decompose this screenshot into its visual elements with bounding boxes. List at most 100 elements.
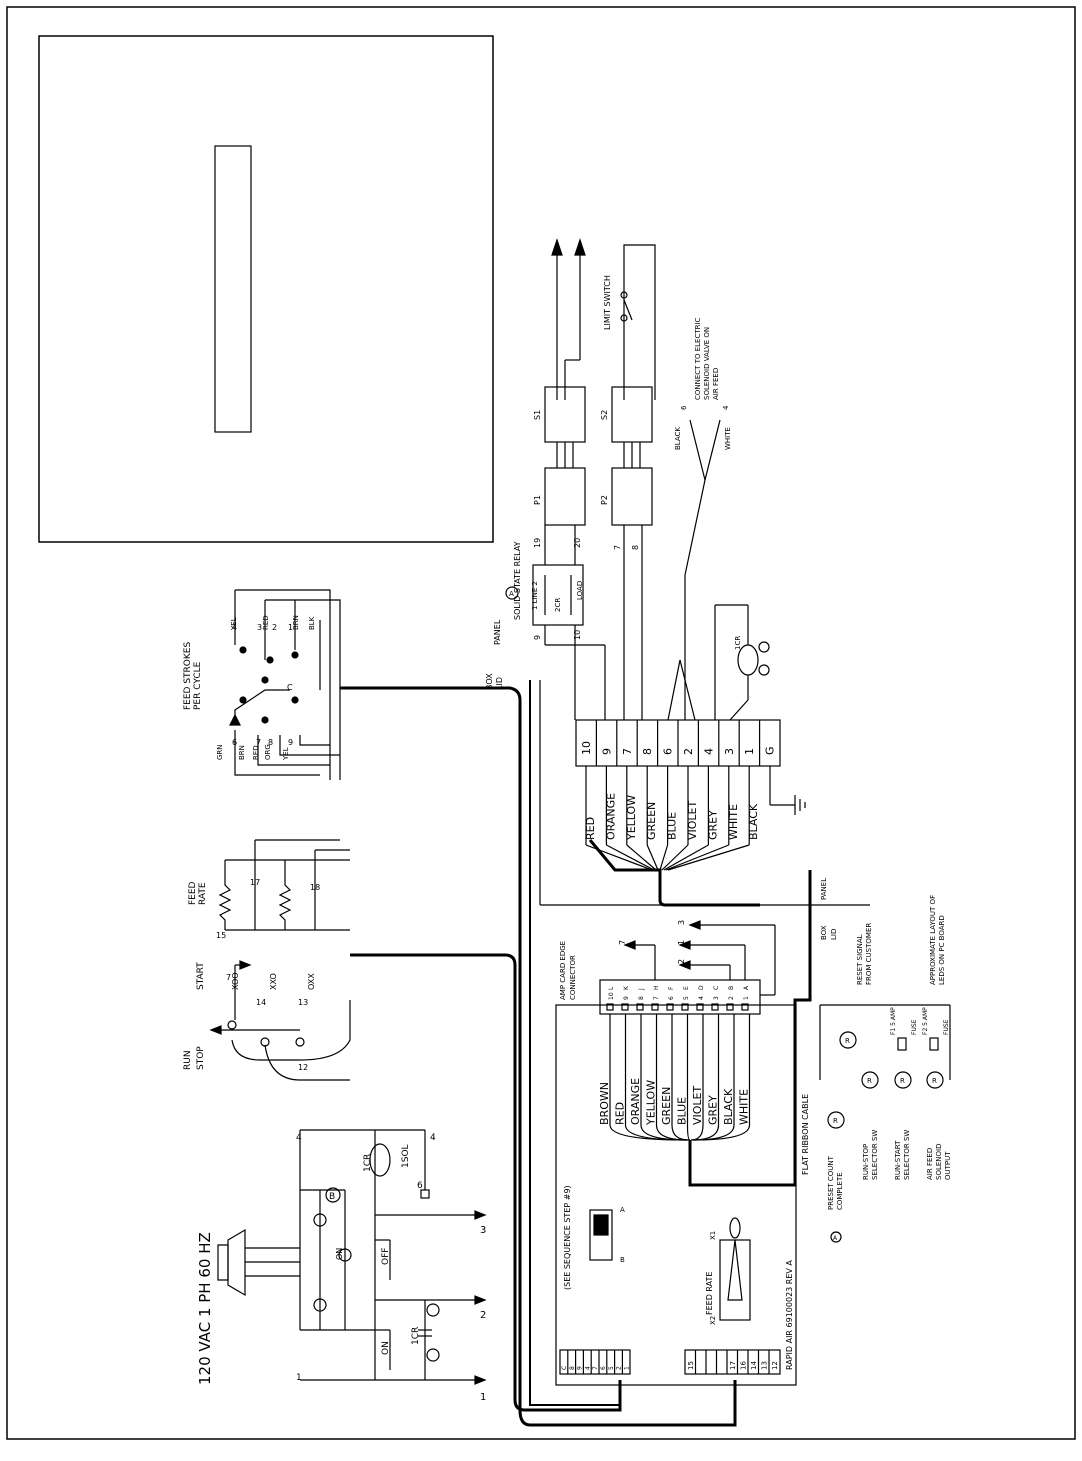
edge-pin-letter: D [698,985,705,990]
svg-text:LEDS ON PC BOARD: LEDS ON PC BOARD [938,915,946,985]
pc-board [555,1004,797,1386]
svg-text:4: 4 [430,1133,436,1143]
svg-text:OFF: OFF [381,1248,391,1265]
terminal-number: 1 [623,1366,630,1370]
svg-text:2: 2 [677,959,686,964]
wire [686,1124,691,1141]
svg-text:BLACK: BLACK [674,427,682,450]
wire [691,1124,720,1141]
led-label: R [845,1037,850,1045]
terminal-number: 17 [729,1361,737,1370]
svg-text:LID: LID [830,929,838,940]
edge-pin-letter: K [623,985,630,990]
edge-pin-number: 9 [623,996,630,1000]
svg-text:7: 7 [256,738,261,747]
svg-text:YEL: YEL [282,747,290,761]
wire [693,1124,751,1141]
wire-color-label: GREY [706,810,719,840]
svg-text:1: 1 [677,940,686,945]
edge-pin [606,1003,614,1011]
svg-text:ORG: ORG [264,744,272,760]
terminal-block-left [559,1349,631,1375]
edge-pin [636,1003,644,1011]
feed-rate-pot-2 [278,860,292,930]
svg-text:RUN: RUN [183,1050,193,1070]
led-indicator: R [839,1031,857,1049]
svg-text:WHITE: WHITE [724,427,732,450]
wire-color-label: RED [584,817,597,840]
svg-text:18: 18 [310,883,320,892]
svg-text:3: 3 [257,623,262,632]
svg-text:4: 4 [232,623,237,632]
svg-text:RUN-STOP: RUN-STOP [862,1144,870,1180]
edge-pin-number: 8 [638,996,645,1000]
svg-text:P1: P1 [533,495,542,505]
feed-rate-trimmer [719,1239,751,1321]
edge-pin-letter: E [683,986,690,990]
svg-text:BRN: BRN [238,745,246,760]
wire-color-label: BLUE [676,1097,689,1125]
led-indicator: R [894,1071,912,1089]
edge-pin-number: 2 [728,996,735,1000]
edge-pin [651,1003,659,1011]
wire-color-label: BLACK [747,803,760,840]
svg-text:BOX: BOX [820,925,828,940]
svg-text:4: 4 [296,1133,302,1143]
svg-text:PANEL: PANEL [820,878,828,900]
edge-pin-number: 3 [713,996,720,1000]
svg-text:RESET SIGNAL: RESET SIGNAL [856,934,864,985]
wire [663,844,709,871]
edge-pin-letter: B [728,986,735,990]
power-label: 120 VAC 1 PH 60 HZ [196,1232,214,1385]
led-label: R [833,1117,838,1125]
svg-text:OXX: OXX [307,973,316,990]
svg-text:PRESET COUNT: PRESET COUNT [827,1155,835,1210]
led-circle [894,1071,912,1089]
svg-text:1CR: 1CR [411,1327,421,1345]
svg-text:SELECTOR SW: SELECTOR SW [871,1130,879,1180]
svg-text:SOLID STATE RELAY: SOLID STATE RELAY [513,541,522,620]
svg-text:2CR: 2CR [554,598,562,612]
svg-text:P2: P2 [600,495,609,505]
svg-text:FROM CUSTOMER: FROM CUSTOMER [865,923,873,985]
svg-text:9: 9 [288,738,293,747]
wire-color-label: BROWN [598,1082,611,1125]
harness-main [340,686,737,1427]
svg-text:1CR: 1CR [363,1154,373,1172]
edge-pin [621,1003,629,1011]
edge-pin [711,1003,719,1011]
terminal-number: 4 [584,1366,591,1370]
svg-text:FEED: FEED [188,881,198,905]
solid-state-relay [532,564,584,626]
svg-text:1 LINE 2: 1 LINE 2 [531,581,539,610]
edge-pin-number: 6 [668,996,675,1000]
wire [606,844,655,871]
led-circle [861,1071,879,1089]
svg-text:4: 4 [722,405,730,410]
edge-pin-number: 1 [743,996,750,1000]
svg-text:(SEE SEQUENCE STEP #9): (SEE SEQUENCE STEP #9) [563,1185,572,1290]
svg-text:AIR FEED: AIR FEED [712,368,720,400]
svg-text:6: 6 [232,738,237,747]
wire-color-label: BLUE [666,812,679,840]
terminal-number: 6 [662,748,675,755]
svg-text:RED: RED [262,615,270,630]
wire-color-label: YELLOW [645,1080,658,1126]
connector-p1 [544,467,586,526]
svg-text:COMPLETE: COMPLETE [836,1172,844,1210]
blank-label-box [214,145,252,433]
svg-text:A: A [833,1235,838,1242]
edge-pin-letter: F [668,986,675,990]
svg-text:LID: LID [495,677,504,690]
terminal-number: 5 [608,1366,615,1370]
svg-text:10: 10 [573,630,582,640]
svg-text:S1: S1 [533,410,542,420]
led-label: R [932,1077,937,1085]
svg-text:A: A [620,1206,625,1214]
led-layout [819,1004,951,1080]
led-indicator: R [861,1071,879,1089]
terminal-number: 7 [592,1366,599,1370]
svg-text:A: A [509,590,514,598]
svg-text:17: 17 [250,878,260,887]
